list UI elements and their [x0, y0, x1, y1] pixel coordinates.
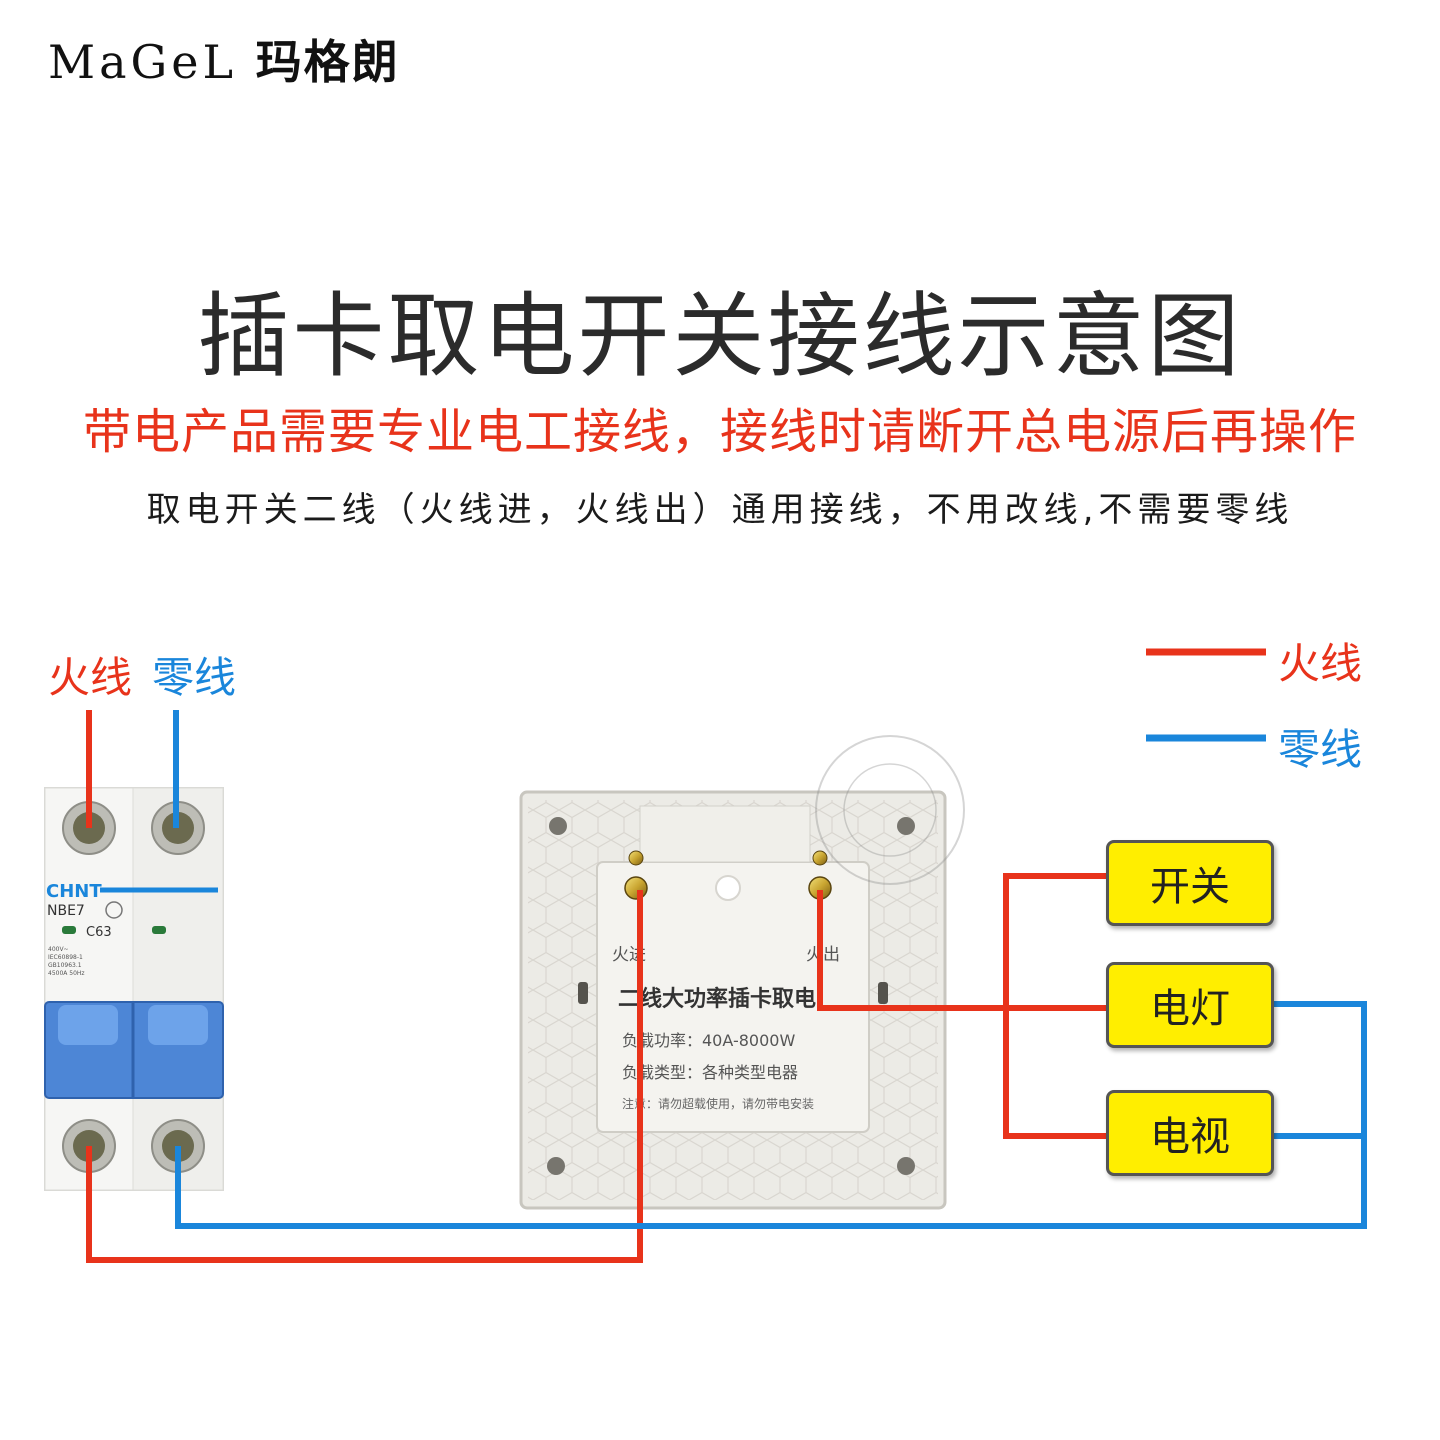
breaker-model: NBE7	[47, 903, 85, 919]
breaker-brand: CHNT	[46, 881, 102, 902]
breaker-indicator-icon	[152, 926, 166, 934]
live-branch-wire	[1003, 873, 1108, 1139]
breaker-live-label: 火线	[48, 653, 133, 702]
card-switch-panel: 火进 火出 二线大功率插卡取电 负载功率：40A-8000W 负载类型：各种类型…	[519, 790, 947, 1210]
ccc-mark-icon	[105, 901, 123, 919]
screw-hole-icon	[897, 1157, 915, 1175]
circuit-breaker: CHNT NBE7 C63 400V~ IEC60898-1 GB10963.1…	[44, 787, 224, 1191]
watermark-seal-icon	[815, 735, 965, 885]
legend-neutral-label: 零线	[1278, 725, 1363, 774]
breaker-indicator-icon	[62, 926, 76, 934]
wiring-subtitle: 取电开关二线（火线进，火线出）通用接线，不用改线,不需要零线	[146, 490, 1294, 530]
module-load-type: 负载类型：各种类型电器	[622, 1063, 798, 1082]
module-note: 注意：请勿超载使用，请勿带电安装	[622, 1096, 814, 1111]
neutral-wires	[173, 710, 1367, 1229]
breaker-neutral-label: 零线	[152, 653, 237, 702]
breaker-spec: IEC60898-1	[48, 954, 83, 961]
page-title: 插卡取电开关接线示意图	[197, 283, 1243, 390]
live-out-wire	[817, 890, 1108, 1011]
screw-hole-icon	[549, 817, 567, 835]
brand-logo: MaGeL 玛格朗	[48, 26, 400, 92]
screw-hole-icon	[897, 817, 915, 835]
breaker-spec: 400V~	[48, 946, 69, 953]
appliance-switch-box: 开关	[1106, 840, 1274, 926]
brand-chinese: 玛格朗	[255, 35, 400, 89]
appliance-label: 电灯	[1150, 986, 1230, 1032]
module-power: 负载功率：40A-8000W	[622, 1031, 795, 1050]
appliance-tv-box: 电视	[1106, 1090, 1274, 1176]
breaker-spec: 4500A 50Hz	[48, 970, 85, 977]
module-name: 二线大功率插卡取电	[618, 986, 816, 1012]
screw-hole-icon	[547, 1157, 565, 1175]
legend-live-label: 火线	[1278, 639, 1363, 688]
neutral-return-wire	[175, 1001, 1367, 1229]
live-wires	[86, 710, 1108, 1263]
appliance-lamp-box: 电灯	[1106, 962, 1274, 1048]
safety-warning: 带电产品需要专业电工接线，接线时请断开总电源后再操作	[82, 404, 1357, 460]
live-in-wire	[86, 890, 643, 1263]
appliance-label: 开关	[1150, 864, 1230, 910]
breaker-rating: C63	[86, 925, 112, 940]
terminal-in-screw-icon	[624, 876, 648, 900]
appliance-label: 电视	[1150, 1114, 1230, 1160]
brand-latin: MaGeL	[48, 35, 238, 89]
breaker-spec: GB10963.1	[48, 962, 82, 969]
